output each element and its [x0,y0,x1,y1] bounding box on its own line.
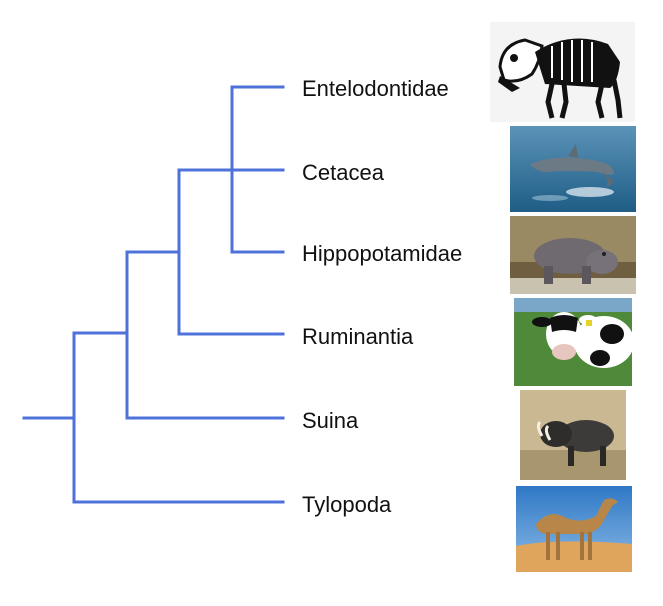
camel-photo-icon [516,486,632,572]
label-cetacea: Cetacea [302,160,384,185]
dolphin-photo-icon [510,126,636,212]
tree-branches [22,85,285,504]
label-entelodontidae: Entelodontidae [302,76,449,101]
cow-photo-icon [514,298,632,386]
label-ruminantia: Ruminantia [302,324,414,349]
label-suina: Suina [302,408,359,433]
label-tylopoda: Tylopoda [302,492,392,517]
entelodont-skeleton-icon [490,22,635,122]
warthog-photo-icon [520,390,626,480]
label-hippopotamidae: Hippopotamidae [302,241,463,266]
hippo-photo-icon [510,216,636,294]
